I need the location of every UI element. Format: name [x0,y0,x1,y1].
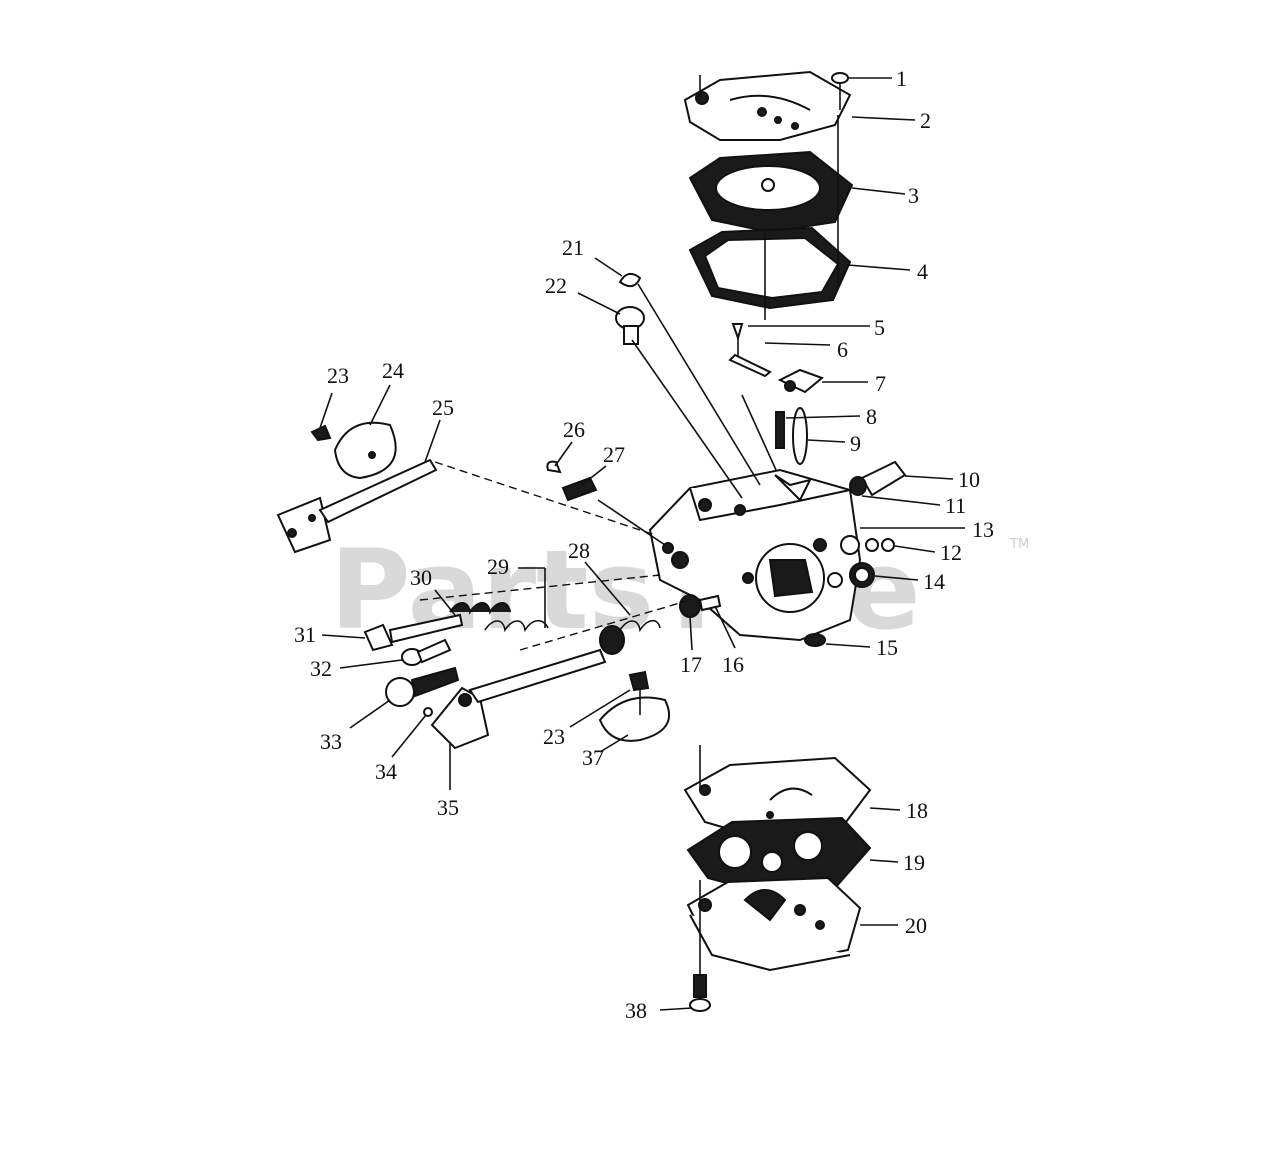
callout-5: 5 [874,315,885,340]
callout-18: 18 [906,798,928,823]
metering-cover-20-part [686,876,862,972]
idle-adjust-screw-31-part [363,613,464,652]
needle-valve-parts [728,323,824,471]
gasket-part [688,226,852,310]
choke-shaft-35-part [430,648,607,750]
callout-21: 21 [562,235,584,260]
metering-diaphragm-19-part [686,816,872,894]
callout-3: 3 [908,183,919,208]
clip-26-part [546,460,562,474]
callout-37: 37 [582,745,604,770]
throttle-lever-part [276,458,438,554]
callout-11: 11 [945,493,966,518]
callout-2: 2 [920,108,931,133]
callout-29: 29 [487,554,509,579]
callout-23-lower: 23 [543,724,565,749]
plug-15-part [804,633,826,647]
callout-14: 14 [923,569,945,594]
callout-28: 28 [568,538,590,563]
callout-numbers: 1 2 3 4 5 6 7 8 9 10 11 12 13 14 15 16 1… [294,66,994,1023]
callout-6: 6 [837,337,848,362]
throttle-plate-part [333,421,397,480]
diaphragm-part [688,150,854,234]
callout-8: 8 [866,404,877,429]
adjust-screw-32-part [401,638,452,666]
callout-31: 31 [294,622,316,647]
callout-32: 32 [310,656,332,681]
screw-23-upper-part [310,424,332,442]
screw-38-part [689,974,711,1012]
watermark-trademark: TM [1009,537,1029,552]
leader-lines [319,77,965,1011]
spring-29-part [484,619,549,633]
callout-26: 26 [563,417,585,442]
callout-34: 34 [375,759,397,784]
plug-22-part [615,306,645,345]
callout-27: 27 [603,442,625,467]
callout-24: 24 [382,358,404,383]
callout-1: 1 [896,66,907,91]
carburetor-body-part [648,468,862,642]
spring-30-part [449,602,511,615]
callout-9: 9 [850,431,861,456]
callout-25: 25 [432,395,454,420]
callout-33: 33 [320,729,342,754]
callout-10: 10 [958,467,980,492]
pump-cover-part [683,70,852,141]
callout-35: 35 [437,795,459,820]
callout-23-upper: 23 [327,363,349,388]
choke-plate-37-part [598,670,670,742]
callout-16: 16 [722,652,744,677]
ring-21-part [618,272,642,288]
choke-valve-28-part [599,619,661,655]
callout-15: 15 [876,635,898,660]
callout-38: 38 [625,998,647,1023]
detent-34-part [423,707,433,717]
callout-19: 19 [903,850,925,875]
callout-30: 30 [410,565,432,590]
pin-27-part [561,476,598,502]
callout-22: 22 [545,273,567,298]
inlet-screen-parts [840,535,895,588]
callout-4: 4 [917,259,928,284]
callout-20: 20 [905,913,927,938]
callout-17: 17 [680,652,702,677]
callout-12: 12 [940,540,962,565]
fuel-inlet-fitting-part [849,460,907,497]
callout-13: 13 [972,517,994,542]
callout-7: 7 [875,371,886,396]
choke-lever-33-part [385,666,460,707]
